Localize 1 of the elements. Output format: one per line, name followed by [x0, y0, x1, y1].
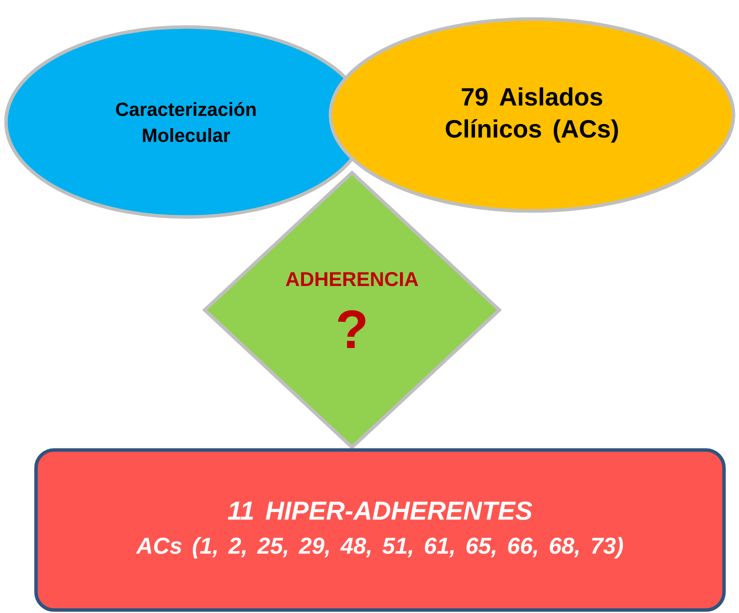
- result-box: 11 HIPER-ADHERENTES ACs (1, 2, 25, 29, 48, 51, 61, 65, 66, 68, 73): [34, 448, 726, 612]
